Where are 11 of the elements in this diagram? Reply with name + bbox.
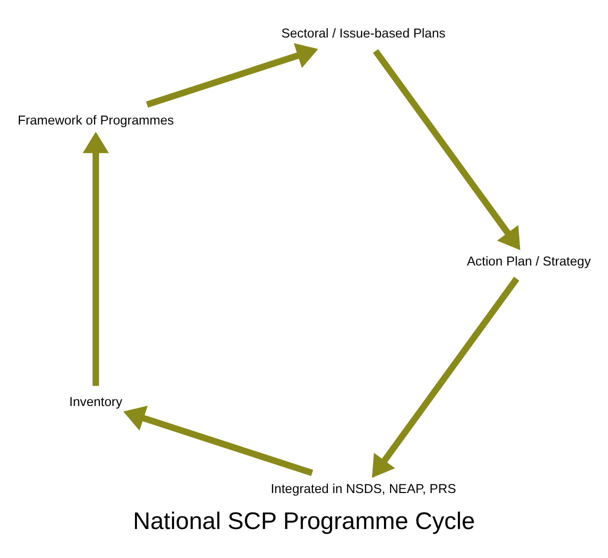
arrow (123, 406, 314, 476)
arrow (372, 49, 520, 250)
node-text: Action Plan / Strategy (466, 253, 591, 268)
node-text: Framework of Programmes (18, 112, 174, 128)
node-text: Inventory (69, 394, 122, 410)
node-text: Integrated in NSDS, NEAP, PRS (270, 481, 456, 496)
arrow (372, 276, 520, 478)
node-text: Sectoral / Issue-based Plans (281, 26, 446, 41)
diagram-title: National SCP Programme Cycle (133, 508, 475, 536)
arrow (146, 43, 318, 108)
arrow (82, 132, 109, 386)
